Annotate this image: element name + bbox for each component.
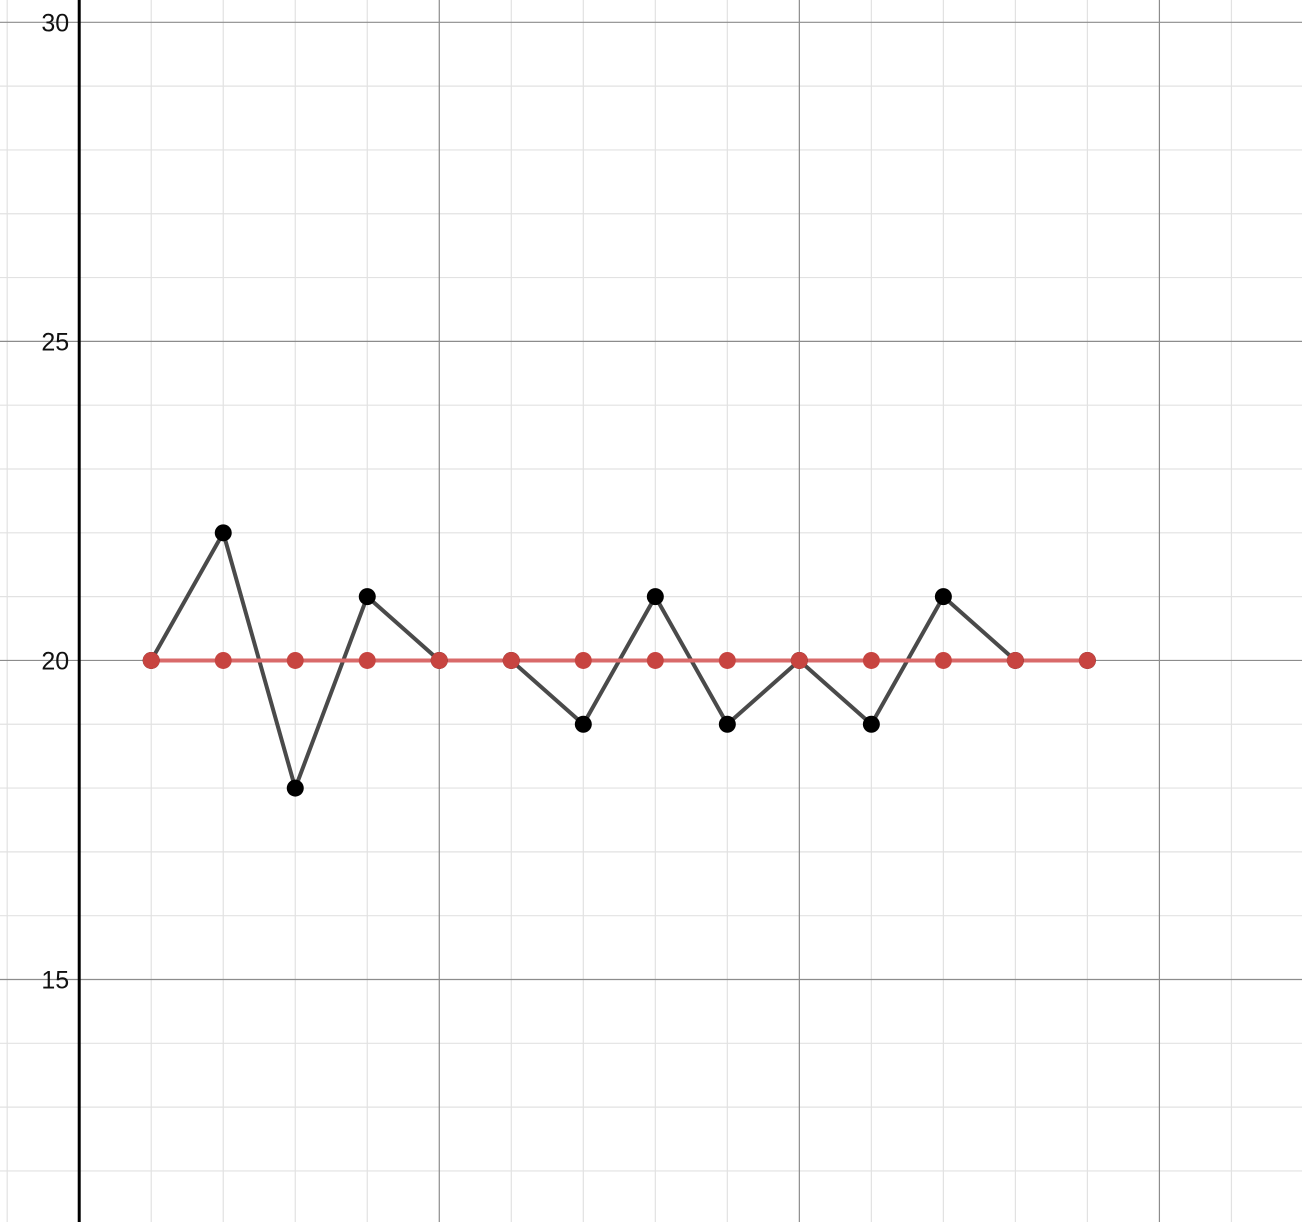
series-2-point (790, 651, 808, 669)
series-2-point (934, 651, 952, 669)
series-2-point (358, 651, 376, 669)
series-2-point (142, 651, 160, 669)
y-tick-label: 30 (41, 9, 69, 37)
series-2-point (214, 651, 232, 669)
y-tick-label: 15 (41, 967, 69, 995)
series-1-point (862, 715, 880, 733)
y-tick-labels: 15 20 25 30 (41, 9, 69, 994)
series-2-point (286, 651, 304, 669)
series-2-point (718, 651, 736, 669)
series-1-point (574, 715, 592, 733)
series-2-point (1078, 651, 1096, 669)
series-1-point (934, 588, 952, 606)
series-2-point (430, 651, 448, 669)
y-tick-label: 20 (41, 647, 69, 675)
series-1-point (718, 715, 736, 733)
series-2-point (1006, 651, 1024, 669)
series-2-point (646, 651, 664, 669)
series-1-point (214, 524, 232, 542)
series-2-point (502, 651, 520, 669)
series-2-point (574, 651, 592, 669)
series-1-point (646, 588, 664, 606)
series-2-point (862, 651, 880, 669)
y-tick-label: 25 (41, 328, 69, 356)
series-layer (142, 524, 1096, 797)
series-1-point (286, 779, 304, 797)
series-1-point (358, 588, 376, 606)
